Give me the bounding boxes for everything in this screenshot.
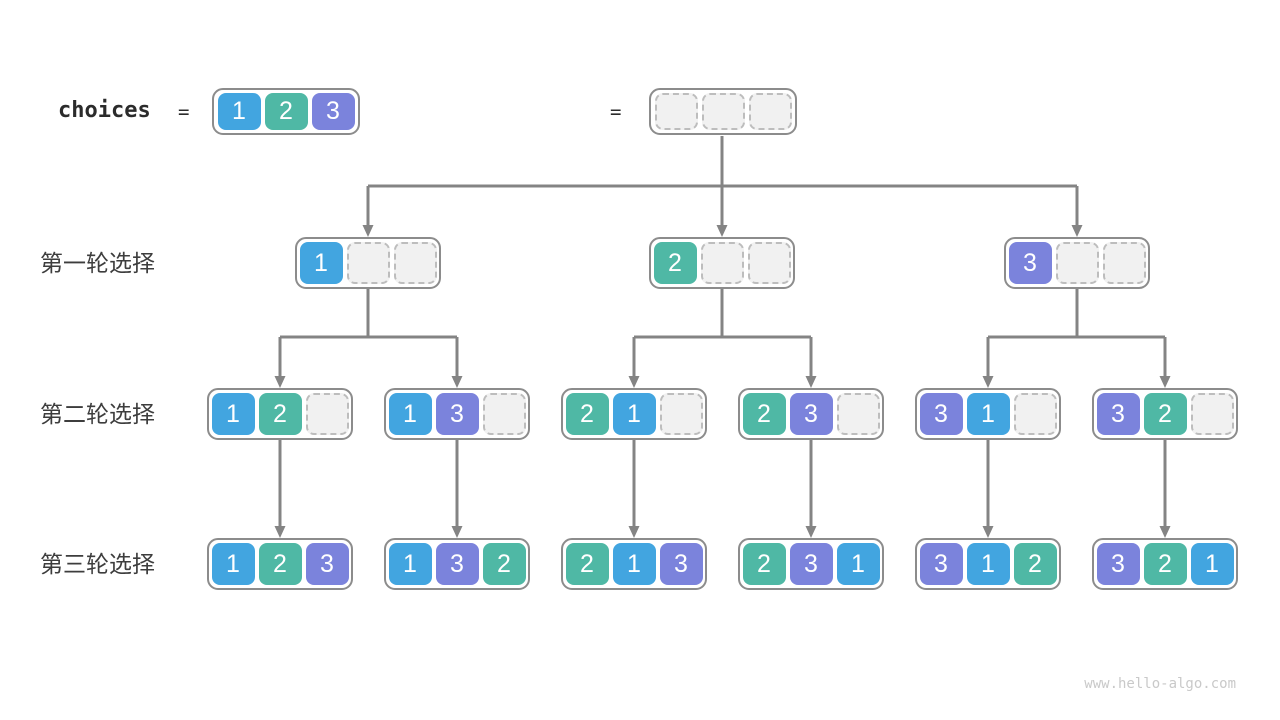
array-cell: 1 xyxy=(211,543,255,585)
state-node: 1 xyxy=(295,237,441,289)
state-node: 3 xyxy=(1004,237,1150,289)
state-node: 3 2 1 xyxy=(1092,538,1238,590)
array-cell: 1 xyxy=(966,543,1010,585)
array-cell: 2 xyxy=(258,393,302,435)
state-node: 1 2 3 xyxy=(207,538,353,590)
array-cell: 2 xyxy=(258,543,302,585)
array-cell: 2 xyxy=(565,543,609,585)
choices-box: 1 2 3 xyxy=(212,88,360,135)
array-cell: 2 xyxy=(264,93,308,130)
array-cell xyxy=(393,242,437,284)
array-cell: 3 xyxy=(1008,242,1052,284)
equals-sign: = xyxy=(178,101,190,123)
equals-sign: = xyxy=(610,101,622,123)
array-cell: 2 xyxy=(1143,543,1187,585)
state-node: 2 3 xyxy=(738,388,884,440)
array-cell: 1 xyxy=(966,393,1010,435)
array-cell: 3 xyxy=(789,393,833,435)
array-cell xyxy=(305,393,349,435)
array-cell xyxy=(1190,393,1234,435)
state-node: 1 2 xyxy=(207,388,353,440)
row-label-round3: 第三轮选择 xyxy=(40,551,155,577)
row-label-round2: 第二轮选择 xyxy=(40,401,155,427)
array-cell: 3 xyxy=(311,93,355,130)
state-node: 2 3 1 xyxy=(738,538,884,590)
array-cell xyxy=(1013,393,1057,435)
array-cell: 2 xyxy=(742,393,786,435)
array-cell: 2 xyxy=(742,543,786,585)
state-node: 1 3 xyxy=(384,388,530,440)
choices-label: choices xyxy=(58,98,151,123)
array-cell: 1 xyxy=(217,93,261,130)
array-cell: 1 xyxy=(1190,543,1234,585)
array-cell: 1 xyxy=(612,543,656,585)
array-cell: 3 xyxy=(919,393,963,435)
array-cell xyxy=(1055,242,1099,284)
row-label-round1: 第一轮选择 xyxy=(40,250,155,276)
state-node: 3 1 xyxy=(915,388,1061,440)
array-cell: 1 xyxy=(299,242,343,284)
array-cell: 1 xyxy=(612,393,656,435)
state-node: 2 1 3 xyxy=(561,538,707,590)
array-cell: 3 xyxy=(919,543,963,585)
array-cell: 3 xyxy=(305,543,349,585)
array-cell: 3 xyxy=(659,543,703,585)
array-cell: 2 xyxy=(482,543,526,585)
array-cell xyxy=(1102,242,1146,284)
array-cell: 3 xyxy=(789,543,833,585)
array-cell: 1 xyxy=(836,543,880,585)
array-cell xyxy=(836,393,880,435)
array-cell: 3 xyxy=(435,543,479,585)
state-box xyxy=(649,88,797,135)
array-cell xyxy=(701,93,745,130)
array-cell: 2 xyxy=(565,393,609,435)
array-cell: 1 xyxy=(388,393,432,435)
array-cell: 1 xyxy=(388,543,432,585)
state-node: 2 1 xyxy=(561,388,707,440)
state-node: 2 xyxy=(649,237,795,289)
array-cell xyxy=(748,93,792,130)
array-cell: 2 xyxy=(1143,393,1187,435)
state-node: 3 2 xyxy=(1092,388,1238,440)
watermark: www.hello-algo.com xyxy=(1084,676,1236,692)
state-node: 1 3 2 xyxy=(384,538,530,590)
array-cell xyxy=(482,393,526,435)
array-cell xyxy=(659,393,703,435)
array-cell: 3 xyxy=(1096,393,1140,435)
array-cell: 3 xyxy=(1096,543,1140,585)
array-cell: 1 xyxy=(211,393,255,435)
array-cell: 2 xyxy=(1013,543,1057,585)
array-cell xyxy=(654,93,698,130)
array-cell: 3 xyxy=(435,393,479,435)
state-node: 3 1 2 xyxy=(915,538,1061,590)
array-cell xyxy=(747,242,791,284)
array-cell xyxy=(700,242,744,284)
array-cell xyxy=(346,242,390,284)
array-cell: 2 xyxy=(653,242,697,284)
